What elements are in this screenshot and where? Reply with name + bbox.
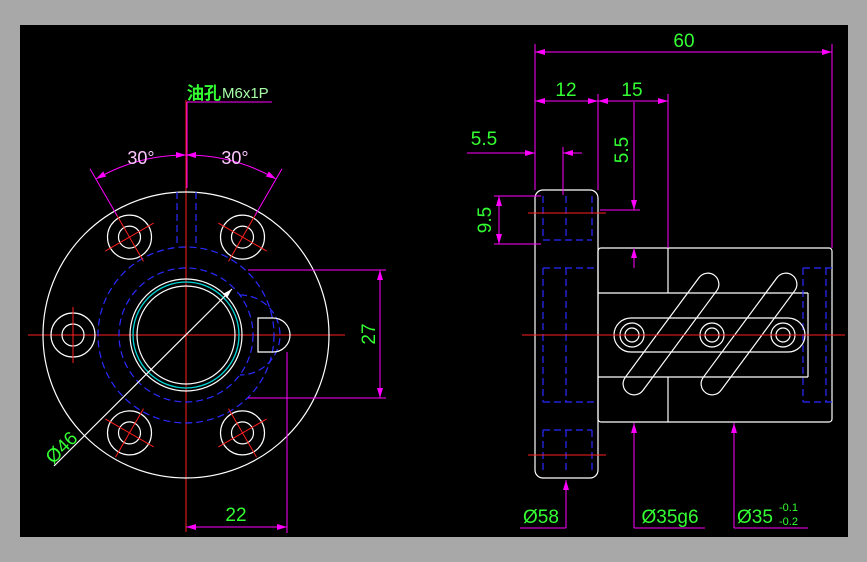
dim-27-label: 27 [359,323,380,344]
bolt-hole-through [230,421,255,445]
tolerance-lower: -0.2 [779,516,798,528]
bolt-hole-counterbore [106,214,153,260]
bolt-hole-60 [218,212,267,262]
bolt-hole-center-line [105,418,154,448]
tolerance-upper: -0.1 [779,502,798,514]
bore-chamfer-circle [132,281,240,389]
front-view: 油孔 M6x1P 30° 30° Ø46 27 22 [28,83,386,533]
dia-58-label: Ø58 [523,507,559,528]
helical-groove-1 [622,272,720,396]
angle-dimension-arc-right [185,151,277,180]
dim-12-label: 12 [555,80,576,101]
bolt-hole-center-line [218,418,267,448]
angle-label-left: 30° [127,148,154,168]
angle-label-right: 30° [221,148,248,168]
flange-bottom-hole-hidden [528,429,606,474]
bolt-hole-through [117,225,142,249]
bore-circle [136,285,236,385]
bolt-hole-through [117,421,142,445]
hidden-hub-circle-outer [97,246,275,424]
angle-dimension-arc-left [95,151,187,180]
bolt-hole-center-line [218,222,267,252]
dim-15-label: 15 [621,80,642,101]
diameter-46-leader [53,288,233,467]
side-view: 60 12 15 5.5 5.5 9.5 Ø58 Ø35g6 [467,31,845,529]
dim-5-5-h-label: 5.5 [471,129,497,150]
drawing-canvas [20,25,848,537]
dim-5-5-v-label: 5.5 [612,137,633,163]
oil-hole-label: 油孔 [187,83,221,104]
bolt-hole-240 [105,408,154,458]
bolt-hole-300 [218,408,267,458]
dim-22-label: 22 [225,505,246,526]
hidden-hub-circle-inner [118,267,254,403]
helical-groove-2 [700,272,798,396]
oil-hole-outline [257,317,291,353]
flange-outer-circle [42,191,330,479]
bolt-hole-120 [105,212,154,262]
angle-extension-line-left [89,168,118,216]
dim-60-label: 60 [673,31,694,52]
flange-top-hole-hidden [528,196,606,241]
dia-35g6-label: Ø35g6 [641,507,698,528]
bolt-hole-through [230,225,255,249]
hub-circle [129,278,243,392]
thread-label: M6x1P [222,85,269,102]
bolt-hole-center-line [105,222,154,252]
dim-9-5-label: 9.5 [475,207,496,233]
oil-hole-hidden-arc [239,294,281,376]
dia-35-label: Ø35 [737,507,773,528]
bolt-hole-counterbore [219,214,266,260]
bolt-hole-counterbore [106,410,153,456]
bolt-hole-180 [50,307,96,363]
bolt-hole-counterbore [219,410,266,456]
angle-extension-line-right [254,168,283,216]
